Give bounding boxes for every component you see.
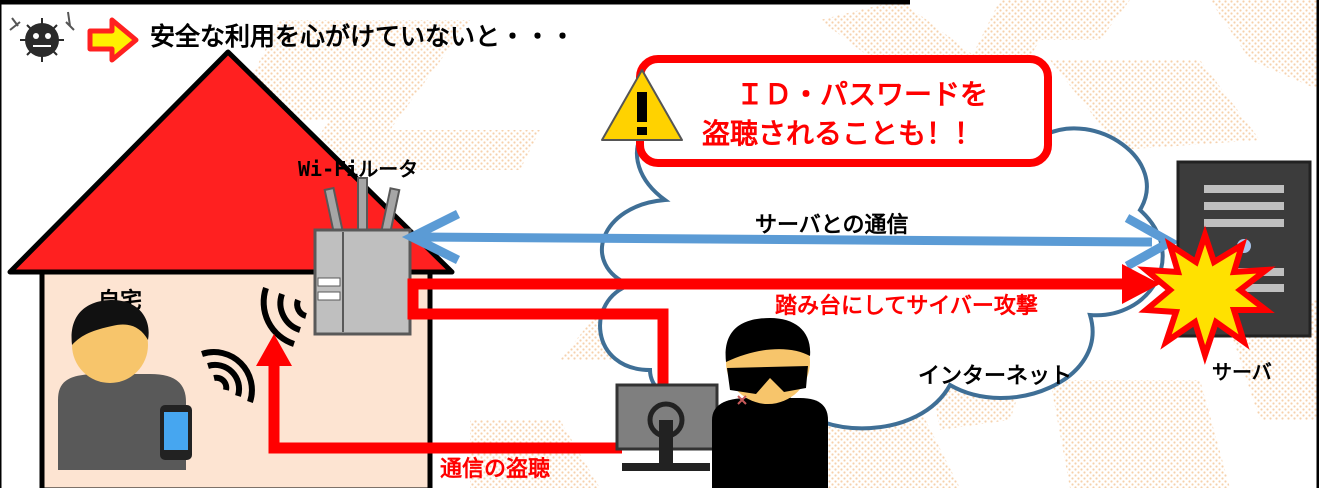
wifi-router-icon	[313, 177, 412, 336]
server-comm-arrowhead-left	[401, 209, 461, 265]
warning-icon	[601, 69, 683, 141]
wifi-waves-icon	[201, 287, 308, 403]
attack-arrowhead	[1122, 264, 1160, 304]
explosion-icon	[1137, 225, 1276, 365]
server-label: サーバ	[1212, 360, 1272, 384]
router-label: Wi-Fiルータ	[298, 157, 418, 181]
hacker-icon	[712, 318, 828, 488]
warning-line-1: ＩＤ・パスワードを	[736, 78, 988, 111]
header-title: 安全な利用を心がけていないと・・・	[150, 22, 575, 51]
warning-line-2: 盗聴されることも！！	[702, 117, 982, 150]
server-comm-label: サーバとの通信	[755, 212, 909, 238]
monitor-icon	[615, 383, 719, 471]
user-icon	[58, 300, 186, 470]
eavesdrop-arrow-path	[268, 362, 622, 454]
eavesdrop-label: 通信の盗聴	[440, 456, 550, 482]
right-arrow-icon	[87, 17, 139, 63]
smartphone-icon	[160, 405, 192, 460]
server-comm-arrow	[417, 232, 1153, 247]
virus-icon	[9, 11, 75, 62]
internet-label: インターネット	[918, 364, 1072, 389]
attack-arrow-path	[407, 278, 1125, 390]
eavesdrop-arrowhead	[256, 334, 292, 366]
attack-label: 踏み台にしてサイバー攻撃	[775, 293, 1038, 319]
